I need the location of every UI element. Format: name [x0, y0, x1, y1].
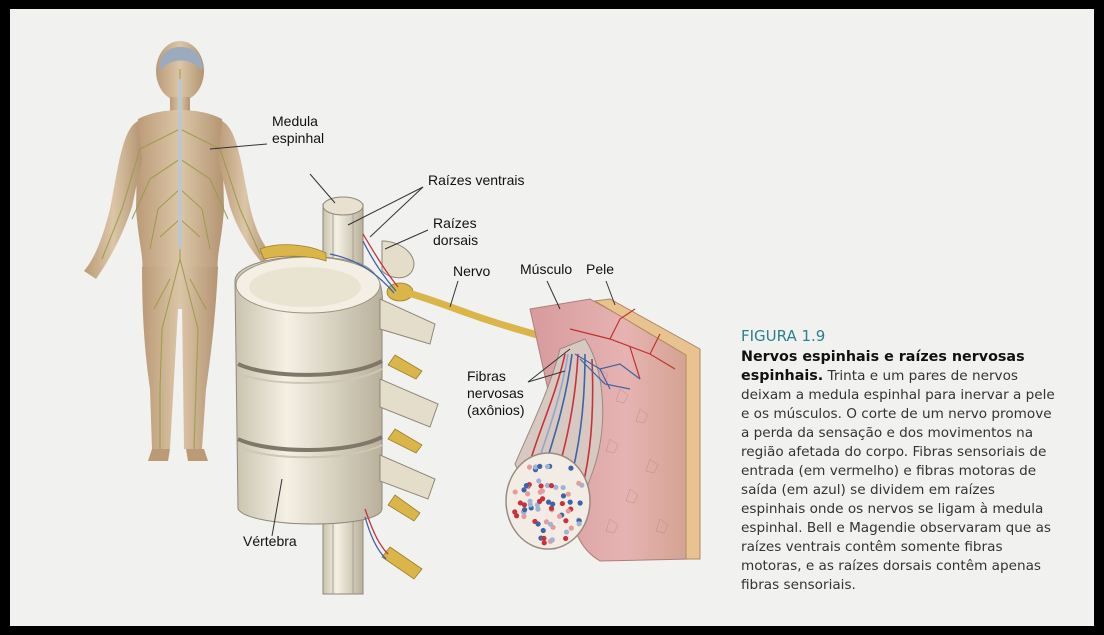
label-medula-espinhal: Medula espinhal [272, 113, 324, 147]
figure-caption: FIGURA 1.9 Nervos espinhais e raízes ner… [741, 327, 1061, 595]
axon-dot [548, 505, 555, 511]
axon-dot [521, 487, 527, 493]
axon-dot [565, 508, 571, 514]
nerve-cable [505, 338, 641, 550]
axon-dot [521, 513, 527, 520]
leader-lines [209, 143, 616, 537]
axon-dot [550, 501, 556, 507]
axon-dot [544, 463, 551, 470]
axon-dot [567, 499, 573, 505]
axon-dot [532, 464, 539, 470]
nerve-trunk [404, 288, 552, 343]
figure-page: Medula espinhal Raízes ventrais Raízes d… [10, 9, 1094, 626]
axon-dot [526, 464, 533, 470]
root-fibers [329, 233, 399, 560]
axon-dot [521, 502, 528, 508]
axon-dot [541, 535, 547, 541]
axon-dot [547, 521, 554, 527]
label-raizes-dorsais: Raízes dorsais [433, 215, 478, 249]
illustration [84, 41, 701, 595]
axon-dot [513, 513, 520, 519]
axon-dot [512, 509, 518, 515]
axon-dot [536, 478, 542, 484]
axon-dot [568, 525, 574, 531]
axon-dot [543, 519, 550, 525]
spinal-nerves [259, 244, 423, 580]
axon-dot [537, 463, 543, 469]
axon-dot [535, 506, 541, 512]
label-musculo: Músculo [520, 261, 573, 277]
axon-dot [563, 529, 570, 535]
axon-dot [523, 483, 529, 489]
label-fibras-line3: (axônios) [467, 402, 525, 418]
axon-dot [559, 500, 565, 507]
caption-title: Nervos espinhais e raízes nervosas espin… [741, 349, 1025, 384]
axon-dot [540, 527, 546, 534]
axon-dot [553, 484, 559, 490]
label-fibras-line1: Fibras [467, 368, 506, 384]
axon-dot [517, 500, 523, 506]
axon-dots [512, 463, 585, 546]
axon-dot [563, 518, 569, 524]
axon-dot [536, 498, 543, 504]
label-fibras-line2: nervosas [467, 385, 524, 401]
human-body-figure [84, 41, 272, 461]
axon-dot [527, 502, 533, 508]
axon-dot [537, 489, 543, 495]
label-pele: Pele [586, 261, 615, 277]
axon-dot [544, 482, 551, 489]
axon-dot [541, 540, 547, 546]
axon-dot [568, 465, 574, 471]
axon-dot [545, 499, 552, 505]
axon-dot [577, 500, 583, 506]
axon-dot [512, 489, 518, 495]
figure-number: FIGURA 1.9 [741, 327, 826, 345]
label-dorsais-line2: dorsais [433, 232, 479, 248]
axon-dot [576, 521, 582, 527]
axon-dot [535, 521, 541, 527]
label-raizes-ventrais: Raízes ventrais [428, 172, 525, 188]
axon-dot [576, 480, 582, 486]
label-nervo: Nervo [453, 263, 491, 279]
axon-dot [560, 484, 566, 491]
axon-dot [560, 493, 567, 499]
axon-dot [549, 537, 555, 543]
axon-dot [556, 513, 563, 519]
axon-dot [522, 507, 528, 513]
axon-dot [563, 535, 569, 542]
axon-dot [565, 491, 571, 497]
caption-text: Trinta e um pares de nervos deixam a med… [741, 368, 1055, 593]
vertebra-stack [234, 240, 439, 525]
axon-dot [548, 483, 555, 489]
label-dorsais-line1: Raízes [433, 215, 477, 231]
label-medula-line1: Medula [272, 113, 318, 129]
caption-body: Nervos espinhais e raízes nervosas espin… [741, 348, 1061, 595]
label-vertebra: Vértebra [243, 533, 297, 549]
label-medula-line2: espinhal [272, 130, 325, 146]
axon-dot [538, 483, 544, 489]
axon-dot [525, 491, 531, 497]
label-fibras-nervosas: Fibras nervosas (axônios) [467, 368, 525, 419]
